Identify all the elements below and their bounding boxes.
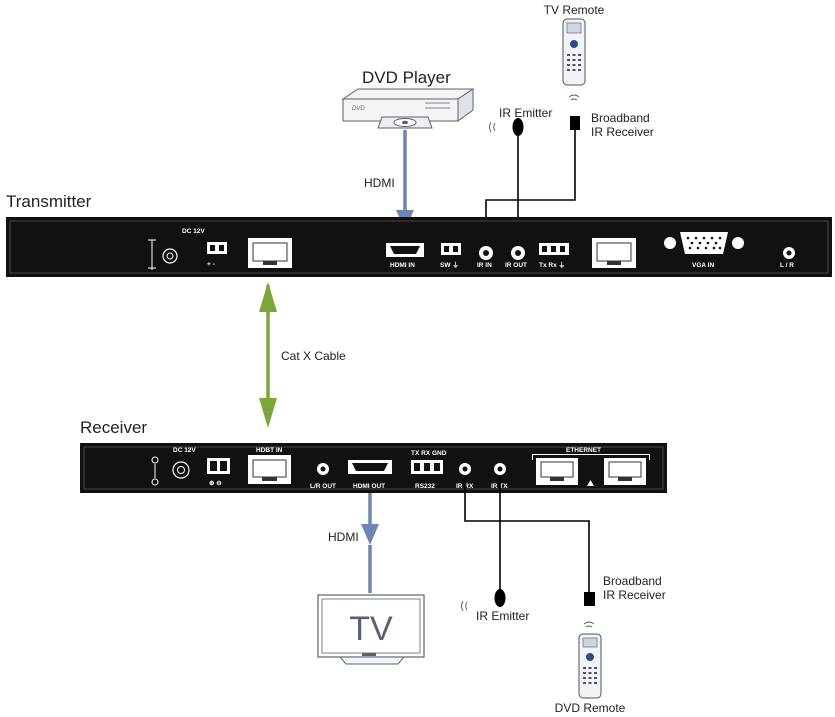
dc-power-jack: [162, 248, 178, 264]
hdmi-label-top: HDMI: [364, 176, 395, 190]
dvd-player-label: DVD Player: [362, 68, 451, 87]
broadband-label-top: Broadband: [591, 111, 650, 125]
ir-receiver-label-top: IR Receiver: [591, 125, 654, 139]
transmitter-label: Transmitter: [6, 192, 92, 211]
tv-remote-label: TV Remote: [544, 3, 605, 17]
rx-ethernet-label: ETHERNET: [566, 447, 601, 454]
hdmi-arrow-top: [396, 130, 414, 230]
tx-lr-label: L / R: [780, 262, 794, 269]
tx-ir-out-label: IR OUT: [505, 262, 527, 269]
dvd-remote-icon: [578, 633, 602, 699]
ir-emitter-icon-bottom: [494, 589, 506, 607]
rx-rs232-label: RS232: [415, 483, 435, 490]
tx-vga-in-label: VGA IN: [692, 262, 714, 269]
ir-signal-waves-icon: [568, 94, 580, 101]
rx-hdbt-in-label: HDBT IN: [256, 447, 283, 454]
dvd-remote-label: DVD Remote: [555, 701, 626, 715]
tx-vga-in-port: [680, 232, 728, 254]
tx-txrx-label: Tx Rx ⏚: [539, 261, 565, 269]
hdmi-arrow-bottom: [361, 493, 379, 593]
tx-sw-label: SW ⏚: [440, 261, 459, 269]
rx-hdmi-out-label: HDMI OUT: [353, 483, 385, 490]
ir-emitter-label-bottom: IR Emitter: [476, 609, 529, 623]
tx-ir-in-label: IR IN: [477, 262, 492, 269]
broadband-label-bottom: Broadband: [603, 574, 662, 588]
tv-remote-icon: [562, 18, 586, 86]
dvd-player-icon: [341, 88, 475, 129]
cat-cable-arrow: [259, 282, 277, 428]
tv-icon: [317, 594, 425, 665]
rx-dc-power-jack: [172, 461, 190, 479]
transmitter-panel: DC 12V + - HDMI IN SW ⏚ IR IN IR OUT Tx …: [6, 217, 832, 277]
ir-emitter-waves-icon-bottom: [461, 600, 468, 612]
ir-signal-waves-icon-bottom: [583, 621, 595, 628]
tx-vga-screw-right: [732, 237, 744, 249]
ir-receiver-label-bottom: IR Receiver: [603, 588, 666, 602]
cat-cable-label: Cat X Cable: [281, 349, 346, 363]
rx-lr-out-label: L/R OUT: [310, 483, 336, 490]
hdmi-label-bottom: HDMI: [328, 530, 359, 544]
receiver-panel: DC 12V ⊕ ⊖ HDBT IN L/R OUT HDMI OUT TX R…: [80, 443, 667, 493]
tx-hdmi-in-label: HDMI IN: [390, 262, 415, 269]
rx-plus-minus-label: ⊕ ⊖: [209, 480, 222, 487]
rx-dc-label: DC 12V: [173, 447, 196, 454]
tv-label: TV: [349, 610, 393, 648]
ir-emitter-waves-icon: [489, 121, 496, 133]
rx-ethernet-indicator-icon: [587, 480, 594, 486]
ir-cables-bottom: [464, 476, 590, 592]
ir-emitter-label-top: IR Emitter: [499, 106, 552, 120]
broadband-ir-receiver-icon: [570, 116, 580, 130]
ir-emitter-icon: [512, 118, 524, 136]
broadband-ir-receiver-icon-bottom: [584, 592, 595, 606]
tx-plus-minus-label: + -: [207, 261, 215, 268]
tx-vga-screw-left: [664, 237, 676, 249]
receiver-label: Receiver: [80, 418, 147, 437]
tx-dc-label: DC 12V: [182, 228, 205, 235]
rx-rs232-pins-label: TX RX GND: [411, 450, 447, 457]
dvd-tag-label: DVD: [352, 106, 365, 112]
